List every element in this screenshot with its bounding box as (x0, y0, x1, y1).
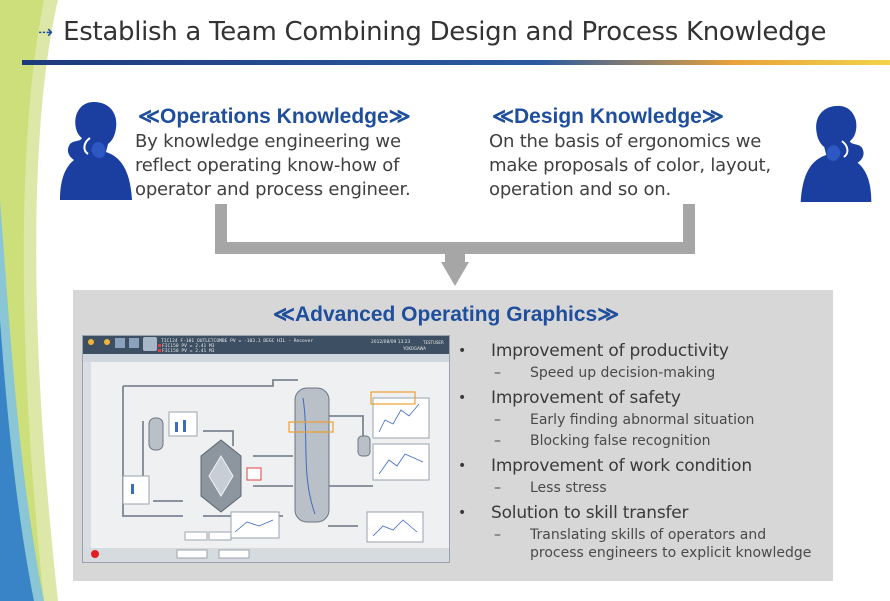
benefit-text: Improvement of safety (491, 388, 681, 408)
operations-knowledge-heading: ≪Operations Knowledge≫ (138, 105, 411, 128)
subitem-text: Speed up decision-making (530, 365, 716, 381)
text-line: reflect operating know-how of (135, 155, 400, 176)
bullet-glyph: • (458, 505, 467, 521)
benefit-subitem: – Less stress (458, 479, 828, 497)
hmi-brand: YOKOGAWA (402, 346, 426, 351)
dash-glyph: – (494, 433, 501, 449)
benefit-subitem: – Blocking false recognition (458, 432, 828, 450)
hmi-datetime: 2012/08/09 13:23 (371, 339, 411, 345)
benefit-text: Improvement of productivity (491, 341, 729, 361)
subitem-text: process engineers to explicit knowledge (530, 545, 812, 561)
subitem-text: Less stress (530, 480, 607, 496)
benefit-subitem: – Translating skills of operators and (458, 526, 828, 544)
benefit-subitem: – Early finding abnormal situation (458, 411, 828, 429)
dash-glyph: – (494, 412, 501, 428)
slide-title: Establish a Team Combining Design and Pr… (63, 17, 827, 47)
benefit-text: Improvement of work condition (491, 456, 752, 476)
thinking-person-icon (800, 105, 872, 202)
text-line: On the basis of ergonomics we (489, 131, 762, 152)
text-line: By knowledge engineering we (135, 131, 401, 152)
dash-glyph: – (494, 527, 501, 543)
subitem-text: Early finding abnormal situation (530, 412, 755, 428)
hmi-user: TESTUSER (422, 340, 444, 345)
text-line: operator and process engineer. (135, 179, 411, 200)
hmi-alarm-line: FIC150 PV = 2.41 M3 (162, 343, 215, 349)
bullet-glyph: • (458, 458, 467, 474)
benefits-list: • Improvement of productivity – Speed up… (458, 340, 828, 567)
operations-knowledge-text: By knowledge engineering we reflect oper… (135, 130, 411, 202)
bullet-glyph: • (458, 390, 467, 406)
hmi-screenshot: TIC124 F-101 OUTLETCOMBE PV = -103.1 DEG… (82, 335, 450, 563)
benefit-text: Solution to skill transfer (491, 503, 689, 523)
hmi-alarm-line: FIC150 PV = 2.41 M3 (162, 348, 215, 354)
hmi-alarm-line: TIC124 F-101 OUTLETCOMBE PV = -103.1 DEG… (161, 338, 313, 344)
benefit-item: • Improvement of safety (458, 387, 828, 410)
subitem-text: Blocking false recognition (530, 433, 711, 449)
design-knowledge-heading: ≪Design Knowledge≫ (492, 105, 724, 128)
dash-glyph: – (494, 480, 501, 496)
advanced-graphics-panel: ≪Advanced Operating Graphics≫ TIC124 F-1… (73, 290, 833, 581)
subitem-text: Translating skills of operators and (530, 527, 767, 543)
thinking-person-icon (60, 102, 132, 200)
benefit-subitem: process engineers to explicit knowledge (458, 544, 828, 562)
benefit-item: • Improvement of work condition (458, 455, 828, 478)
hmi-screenshot-graphic: TIC124 F-101 OUTLETCOMBE PV = -103.1 DEG… (83, 336, 449, 562)
benefit-item: • Improvement of productivity (458, 340, 828, 363)
title-underline (22, 60, 890, 65)
bullet-glyph: • (458, 343, 467, 359)
title-row: ⇢ Establish a Team Combining Design and … (38, 14, 827, 50)
benefit-item: • Solution to skill transfer (458, 502, 828, 525)
design-knowledge-text: On the basis of ergonomics we make propo… (489, 130, 771, 202)
text-line: operation and so on. (489, 179, 671, 200)
advanced-graphics-heading: ≪Advanced Operating Graphics≫ (273, 303, 620, 326)
dash-glyph: – (494, 365, 501, 381)
text-line: make proposals of color, layout, (489, 155, 771, 176)
dotted-arrow-icon: ⇢ (38, 21, 53, 42)
merge-arrow-connector (215, 204, 695, 286)
benefit-subitem: – Speed up decision-making (458, 364, 828, 382)
